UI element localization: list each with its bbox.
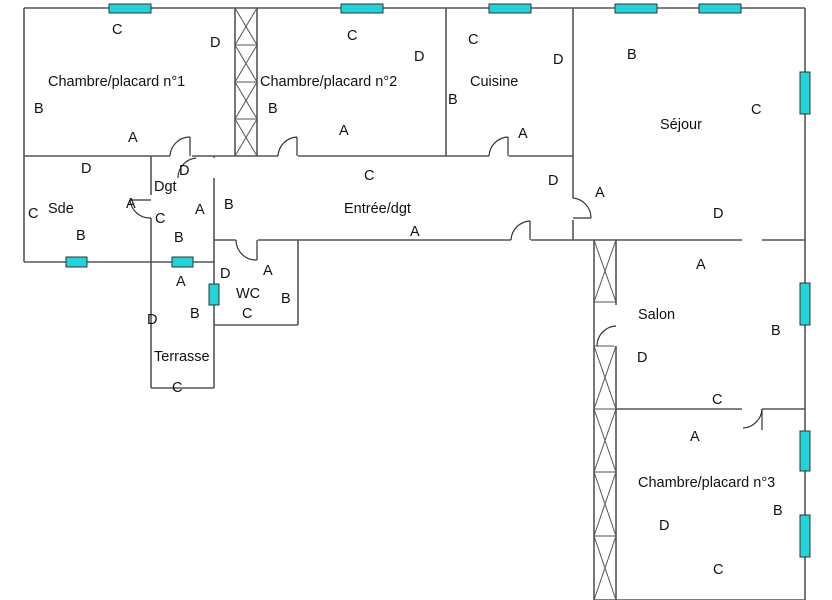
wall-letter-cuisine-b: B — [448, 92, 458, 108]
wall-letter-cuisine-a: A — [518, 126, 528, 142]
room-label-entree: Entrée/dgt — [344, 201, 411, 217]
wall-letter-sejour-b: B — [627, 47, 637, 63]
room-label-terrasse: Terrasse — [154, 349, 210, 365]
window-chambre3-2 — [799, 514, 811, 558]
room-label-cuisine: Cuisine — [470, 74, 518, 90]
window-salon — [799, 282, 811, 326]
window-chambre2 — [340, 3, 384, 14]
wall-letter-dgt-a: A — [195, 202, 205, 218]
wall-letter-salon-b: B — [771, 323, 781, 339]
wall-letter-cuisine-c: C — [468, 32, 478, 48]
wall-letter-wc-b: B — [281, 291, 291, 307]
window-dgt — [171, 256, 194, 268]
wall-letter-sejour-d: D — [713, 206, 723, 222]
technical-shafts — [234, 7, 617, 600]
wall-letter-terrasse-b: B — [190, 306, 200, 322]
room-label-chambre2: Chambre/placard n°2 — [260, 74, 397, 90]
wall-letter-cuisine-d: D — [553, 52, 563, 68]
windows — [65, 3, 811, 558]
wall-letter-dgt-b: B — [174, 230, 184, 246]
wall-letter-entree-d: D — [548, 173, 558, 189]
wall-letter-sejour-c: C — [751, 102, 761, 118]
window-sejour-right — [799, 71, 811, 115]
wall-letter-wc-c: C — [242, 306, 252, 322]
room-label-chambre1: Chambre/placard n°1 — [48, 74, 185, 90]
wall-letter-terrasse-d: D — [147, 312, 157, 328]
wall-letter-terrasse-c: C — [172, 380, 182, 396]
window-sejour-1 — [614, 3, 658, 14]
wall-letter-chambre3-c: C — [713, 562, 723, 578]
wall-letter-chambre1-c: C — [112, 22, 122, 38]
wall-letter-sde-c: C — [28, 206, 38, 222]
wall-letter-chambre2-a: A — [339, 123, 349, 139]
wall-letter-chambre2-d: D — [414, 49, 424, 65]
wall-letters: C D B A C D B A C D B A B C A D D C A B … — [28, 22, 783, 578]
window-sejour-2 — [698, 3, 742, 14]
wall-letter-salon-d: D — [637, 350, 647, 366]
wall-letter-sde-d: D — [81, 161, 91, 177]
wall-letter-wc-a: A — [263, 263, 273, 279]
room-label-sde: Sde — [48, 201, 74, 217]
wall-letter-chambre1-b: B — [34, 101, 44, 117]
room-label-chambre3: Chambre/placard n°3 — [638, 475, 775, 491]
wall-letter-salon-c: C — [712, 392, 722, 408]
window-cuisine — [488, 3, 532, 14]
wall-letter-chambre1-d: D — [210, 35, 220, 51]
wall-letter-dgt-d: D — [179, 163, 189, 179]
wall-letter-entree-c: C — [364, 168, 374, 184]
wall-letter-chambre3-a: A — [690, 429, 700, 445]
window-sde — [65, 256, 88, 268]
doors — [129, 136, 763, 430]
wall-letter-sde-a: A — [126, 196, 136, 212]
room-label-salon: Salon — [638, 307, 675, 323]
wall-letter-terrasse-a: A — [176, 274, 186, 290]
wall-letter-dgt-c: C — [155, 211, 165, 227]
room-labels: Chambre/placard n°1 Chambre/placard n°2 … — [48, 74, 775, 491]
wall-letter-entree-a: A — [410, 224, 420, 240]
room-label-dgt: Dgt — [154, 179, 177, 195]
wall-letter-wc-d: D — [220, 266, 230, 282]
window-chambre3-1 — [799, 430, 811, 472]
wall-letter-chambre2-b: B — [268, 101, 278, 117]
wall-letter-chambre3-b: B — [773, 503, 783, 519]
wall-letter-chambre2-c: C — [347, 28, 357, 44]
wall-letter-chambre3-d: D — [659, 518, 669, 534]
walls — [23, 7, 806, 600]
wall-letter-salon-a: A — [696, 257, 706, 273]
wall-letter-sde-b: B — [76, 228, 86, 244]
window-terrasse — [208, 283, 220, 306]
room-label-sejour: Séjour — [660, 117, 702, 133]
wall-letter-entree-b: B — [224, 197, 234, 213]
wall-letter-sejour-a: A — [595, 185, 605, 201]
room-label-wc: WC — [236, 286, 260, 302]
window-chambre1 — [108, 3, 152, 14]
wall-letter-chambre1-a: A — [128, 130, 138, 146]
